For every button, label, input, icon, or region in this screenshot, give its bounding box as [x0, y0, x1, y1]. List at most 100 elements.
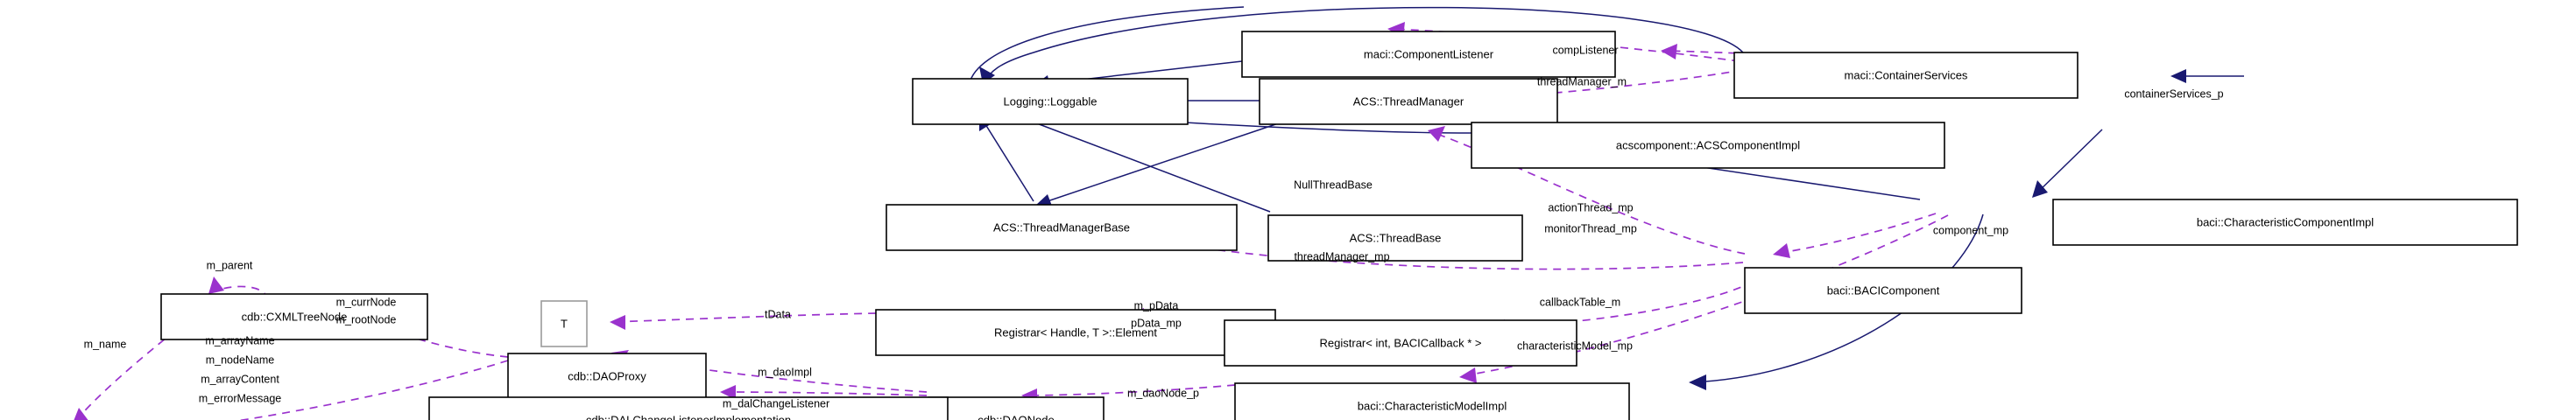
node-acscomponent_impl[interactable]: acscomponent::ACSComponentImpl — [1471, 122, 1945, 169]
edge-label-layer: compListener threadManager_m containerServ… — [84, 44, 2224, 410]
node-label-baci_charmodelimpl: baci::CharacteristicModelImpl — [1358, 399, 1507, 412]
edge-label-m_errorMessage: m_errorMessage — [199, 392, 282, 404]
edge-label-pData_mp: pData_mp — [1131, 317, 1182, 329]
edge-label-containerServices_p: containerServices_p — [2124, 88, 2223, 100]
edge-usage-dalchangelistener — [721, 391, 928, 396]
arrowhead-usage-3 — [1661, 44, 1677, 60]
node-box-registrar_int_cb[interactable] — [1224, 319, 1577, 367]
node-label-cdb_dalchangelistener: cdb::DALChangeListenerImplementation — [586, 413, 791, 420]
node-label-registrar_handle_t: Registrar< Handle, T >::Element — [994, 326, 1157, 339]
edge-label-m_dalChangeListener: m_dalChangeListener — [723, 397, 829, 410]
node-label-registrar_int_cb: Registrar< int, BACICallback * > — [1320, 336, 1482, 349]
node-cdb_dalchangelistener[interactable]: cdb::DALChangeListenerImplementation — [428, 396, 949, 420]
edge-usage-cxml-attrs-to-string — [237, 360, 509, 420]
node-label-maci_componentlistener: maci::ComponentListener — [1364, 47, 1494, 60]
node-maci_containerservices[interactable]: maci::ContainerServices — [1733, 52, 2078, 99]
arrowhead-usage-17 — [74, 408, 88, 420]
edge-label-component_mp: component_mp — [1933, 224, 2008, 236]
node-label-logging_loggable: Logging::Loggable — [1004, 94, 1097, 108]
node-baci_bacicomponent[interactable]: baci::BACIComponent — [1744, 267, 2022, 314]
node-registrar_handle_t[interactable]: Registrar< Handle, T >::Element — [875, 309, 1276, 356]
node-box-logging_loggable[interactable] — [912, 78, 1189, 125]
node-acs_threadmanagerbase[interactable]: ACS::ThreadManagerBase — [886, 204, 1238, 251]
edge-label-actionThread_mp: actionThread_mp — [1548, 201, 1633, 214]
edge-usage-m-parent — [209, 285, 269, 309]
edge-loggable-to-threadbase — [1015, 115, 1271, 213]
node-template_t[interactable]: T — [540, 300, 588, 347]
arrowhead-inherit-8 — [2032, 180, 2048, 198]
node-label-cdb_cxmltreenode: cdb::CXMLTreeNode — [242, 310, 348, 323]
arrowhead-usage-11 — [1459, 368, 1477, 383]
node-cdb_daoproxy[interactable]: cdb::DAOProxy — [507, 353, 707, 400]
node-box-cdb_dalchangelistener[interactable] — [428, 396, 949, 420]
node-box-cdb_daonode[interactable] — [928, 396, 1105, 420]
edge-label-callbackTable_m: callbackTable_m — [1540, 296, 1620, 308]
edge-label-m_parent: m_parent — [207, 259, 253, 271]
node-cdb_cxmltreenode[interactable]: cdb::CXMLTreeNode — [160, 293, 428, 340]
node-box-baci_charcompimpl[interactable] — [2052, 199, 2518, 246]
node-layer: maci::ComponentListenermaci::ContainerSe… — [160, 31, 2518, 420]
edge-label-m_daoNode_p: m_daoNode_p — [1127, 387, 1199, 399]
edge-threadmanager-to-threadmanagerbase — [1036, 113, 1308, 206]
edge-usage-daoimpl — [612, 353, 928, 393]
node-box-acs_threadmanager[interactable] — [1259, 78, 1558, 125]
edge-usage-component-mp — [1774, 213, 1937, 255]
edge-label-NullThreadBase: NullThreadBase — [1294, 178, 1373, 191]
edge-label-monitorThread_mp: monitorThread_mp — [1544, 222, 1637, 234]
node-label-baci_bacicomponent: baci::BACIComponent — [1827, 284, 1940, 297]
node-box-acscomponent_impl[interactable] — [1471, 122, 1945, 169]
edge-usage-threadmanager-mp — [1055, 214, 1744, 270]
edge-usage-daonode-p — [1022, 384, 1236, 396]
edge-label-m_name_left: m_name — [84, 338, 127, 350]
edge-charmodelimpl-to-charcompimpl — [1690, 214, 1984, 383]
node-registrar_int_cb[interactable]: Registrar< int, BACICallback * > — [1224, 319, 1577, 367]
node-box-acs_threadbase[interactable] — [1267, 214, 1523, 262]
node-label-cdb_daoproxy: cdb::DAOProxy — [568, 369, 646, 382]
node-maci_componentlistener[interactable]: maci::ComponentListener — [1241, 31, 1616, 78]
edge-label-m_arrayName: m_arrayName — [205, 334, 274, 346]
node-box-maci_componentlistener[interactable] — [1241, 31, 1616, 78]
edge-usage-actionthread — [1429, 130, 1746, 255]
node-box-acs_threadmanagerbase[interactable] — [886, 204, 1238, 251]
node-acs_threadmanager[interactable]: ACS::ThreadManager — [1259, 78, 1558, 125]
node-box-baci_bacicomponent[interactable] — [1744, 267, 2022, 314]
node-cdb_daonode[interactable]: cdb::DAONode — [928, 396, 1105, 420]
edge-label-m_daoImpl: m_daoImpl — [758, 366, 812, 378]
node-box-registrar_handle_t[interactable] — [875, 309, 1276, 356]
edge-label-compListener: compListener — [1552, 44, 1618, 56]
node-baci_charcompimpl[interactable]: baci::CharacteristicComponentImpl — [2052, 199, 2518, 246]
edge-label-m_arrayContent: m_arrayContent — [201, 373, 279, 385]
arrowhead-usage-14 — [720, 385, 736, 400]
node-logging_loggable[interactable]: Logging::Loggable — [912, 78, 1189, 125]
edge-threadmanagerbase-to-loggable — [980, 116, 1034, 202]
node-label-baci_charcompimpl: baci::CharacteristicComponentImpl — [2197, 215, 2374, 228]
edge-label-m_currNode: m_currNode — [336, 296, 397, 308]
node-label-acscomponent_impl: acscomponent::ACSComponentImpl — [1616, 138, 1800, 151]
arrowhead-usage-10 — [610, 315, 625, 330]
edge-loggable-top-inbound — [969, 6, 1245, 84]
arrowhead-inherit-10 — [1689, 374, 1706, 390]
node-box-maci_containerservices[interactable] — [1733, 52, 2078, 99]
node-baci_charmodelimpl[interactable]: baci::CharacteristicModelImpl — [1234, 382, 1630, 420]
edge-label-characteristicModel_mp: characteristicModel_mp — [1517, 340, 1633, 352]
arrowhead-usage-7 — [1773, 243, 1790, 258]
arrowhead-inherit-9 — [2170, 69, 2186, 83]
edge-label-m_rootNode: m_rootNode — [336, 313, 397, 326]
node-box-baci_charmodelimpl[interactable] — [1234, 382, 1630, 420]
edge-label-threadManager_m: threadManager_m — [1537, 75, 1627, 88]
edge-usage-characteristicmodel-mp — [1460, 214, 1949, 377]
node-label-maci_containerservices: maci::ContainerServices — [1845, 68, 1968, 81]
node-box-template_t[interactable] — [540, 300, 588, 347]
node-label-acs_threadbase: ACS::ThreadBase — [1350, 231, 1442, 244]
arrowhead-usage-5 — [1428, 126, 1445, 142]
node-acs_threadbase[interactable]: ACS::ThreadBase — [1267, 214, 1523, 262]
node-box-cdb_daoproxy[interactable] — [507, 353, 707, 400]
node-box-cdb_cxmltreenode[interactable] — [160, 293, 428, 340]
node-label-cdb_daonode: cdb::DAONode — [977, 413, 1054, 420]
edge-usage-m-name-left — [75, 330, 176, 420]
edge-label-m_nodeName: m_nodeName — [206, 354, 275, 366]
edge-label-tData: tData — [765, 308, 791, 320]
node-label-acs_threadmanagerbase: ACS::ThreadManagerBase — [993, 220, 1130, 234]
